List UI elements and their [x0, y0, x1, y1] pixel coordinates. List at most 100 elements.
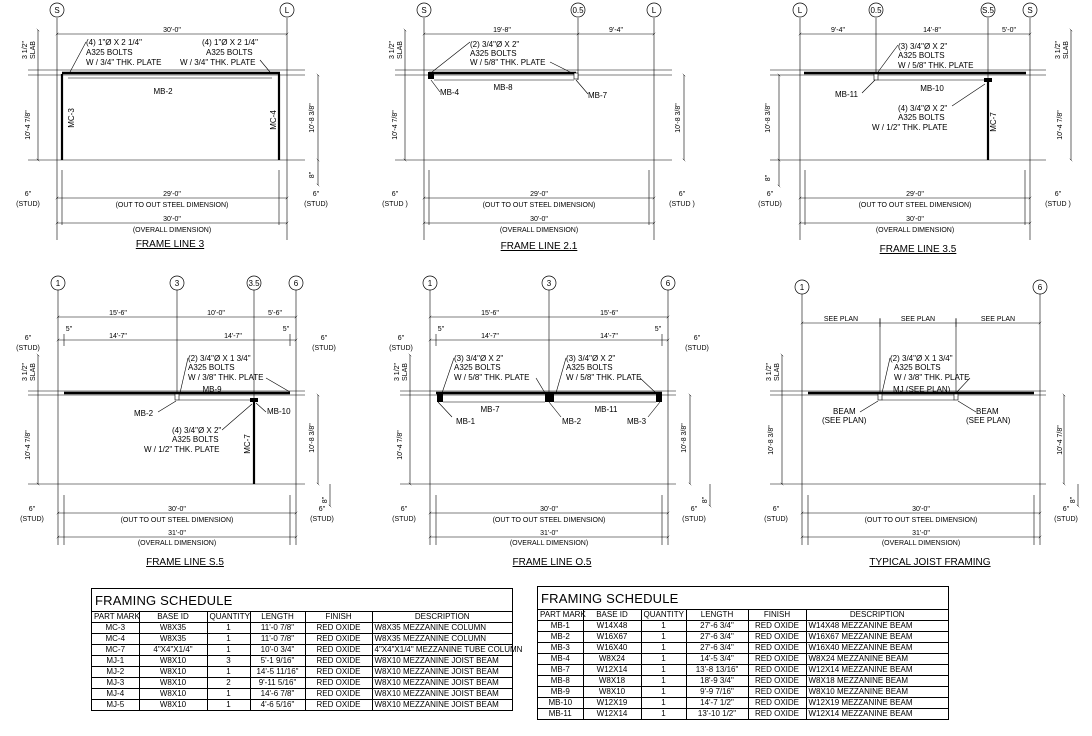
svg-text:6: 6 [666, 279, 671, 288]
svg-text:(STUD): (STUD) [392, 516, 416, 523]
inner-dimension: 29'-0" [530, 191, 548, 198]
height-dimension: 10'-8 3/8" [309, 423, 316, 453]
schedule-table: PART MARK BASE ID QUANTITY LENGTH FINISH… [92, 612, 522, 710]
member-mark: MB-7 [480, 405, 500, 414]
svg-text:(STUD): (STUD) [16, 345, 40, 352]
svg-text:3.5: 3.5 [248, 279, 260, 288]
table-cell: 27'-6 3/4" [685, 620, 749, 632]
member-mark: MB-8 [493, 83, 513, 92]
bolt-callout: A325 BOLTS [566, 363, 613, 372]
overall-dimension: 30'-0" [163, 216, 181, 223]
table-cell: 9'-11 5/16" [249, 677, 306, 689]
svg-text:(OVERALL DIMENSION): (OVERALL DIMENSION) [882, 540, 960, 547]
table-cell: MC-7 [92, 644, 140, 656]
bolt-callout: W / 5/8" THK. PLATE [898, 61, 973, 70]
table-cell: W16X67 [582, 631, 642, 643]
svg-text:14'-8": 14'-8" [923, 27, 941, 34]
member-mark: MJ (SEE PLAN) [893, 385, 951, 394]
svg-text:6": 6" [773, 506, 780, 513]
member-mark: MB-7 [588, 91, 608, 100]
bolt-callout: (4) 3/4"Ø X 2" [172, 426, 221, 435]
svg-text:L: L [652, 6, 657, 15]
schedule-table: PART MARK BASE ID QUANTITY LENGTH FINISH… [538, 610, 948, 719]
svg-text:3: 3 [175, 279, 180, 288]
svg-text:(STUD ): (STUD ) [1045, 201, 1071, 208]
table-cell: RED OXIDE [747, 653, 807, 665]
svg-text:5": 5" [438, 326, 445, 333]
table-cell: W12X14 [582, 664, 642, 676]
table-cell: W12X14 MEZZANINE BEAM [805, 664, 948, 676]
svg-text:1: 1 [800, 283, 805, 292]
table-cell: 4"X4"X1/4" [138, 644, 208, 656]
member-mark: (SEE PLAN) [966, 416, 1011, 425]
bolt-callout: W / 3/8" THK. PLATE [188, 373, 263, 382]
svg-text:6: 6 [294, 279, 299, 288]
member-mark: BEAM [833, 407, 856, 416]
bolt-callout: A325 BOLTS [86, 48, 133, 57]
bolt-callout: W / 3/4" THK. PLATE [180, 58, 255, 67]
svg-text:8": 8" [765, 174, 772, 181]
table-cell: 2 [206, 677, 251, 689]
bolt-callout: W / 3/8" THK. PLATE [894, 373, 969, 382]
frame-title: FRAME LINE 3.5 [880, 244, 957, 255]
table-cell: W8X10 [582, 686, 642, 698]
column-header: FINISH [304, 612, 373, 623]
grid-bubble: S [1022, 2, 1038, 18]
typical-joist-framing: 1 6 SEE PLAN SEE PLAN SEE PLAN MJ (SEE P… [764, 279, 1080, 568]
table-cell: 14'-7 1/2" [685, 697, 749, 709]
bolt-callout: A325 BOLTS [172, 435, 219, 444]
svg-text:5": 5" [283, 326, 290, 333]
table-cell: MB-8 [538, 675, 584, 687]
schedule-title: FRAMING SCHEDULE [538, 587, 948, 610]
table-cell: MJ-3 [92, 677, 140, 689]
frame-title: FRAME LINE S.5 [146, 557, 224, 568]
table-cell: W14X48 MEZZANINE BEAM [805, 620, 948, 632]
table-cell: MC-3 [92, 622, 140, 634]
table-cell: RED OXIDE [304, 655, 373, 667]
svg-text:14'-7": 14'-7" [224, 333, 242, 340]
height-dimension: 10'-4 7/8" [25, 430, 32, 460]
grid-bubble: 0.5 [868, 2, 884, 18]
schedule-header-row: PART MARK BASE ID QUANTITY LENGTH FINISH… [538, 610, 948, 621]
table-cell: 13'-8 13/16" [685, 664, 749, 676]
svg-text:(STUD): (STUD) [16, 201, 40, 208]
table-cell: 4"X4"X1/4" MEZZANINE TUBE COLUMN [371, 644, 522, 656]
table-cell: 1 [640, 708, 687, 719]
table-cell: W14X48 [582, 620, 642, 632]
svg-text:(STUD): (STUD) [304, 201, 328, 208]
member-mark: (SEE PLAN) [822, 416, 867, 425]
table-cell: W8X10 [138, 666, 208, 678]
height-dimension: 10'-8 3/8" [309, 103, 316, 133]
table-cell: 14'-6 7/8" [249, 688, 306, 700]
inner-dimension: 30'-0" [168, 506, 186, 513]
table-cell: RED OXIDE [747, 642, 807, 654]
table-cell: W8X10 MEZZANINE JOIST BEAM [371, 666, 512, 678]
table-cell: W8X10 [138, 699, 208, 710]
table-cell: W8X24 MEZZANINE BEAM [805, 653, 948, 665]
svg-text:SEE PLAN: SEE PLAN [901, 316, 935, 323]
table-cell: W8X10 MEZZANINE BEAM [805, 686, 948, 698]
grid-bubble: 3.5 [246, 275, 262, 291]
bolt-callout: (3) 3/4"Ø X 2" [454, 354, 503, 363]
inner-dimension: 30'-0" [912, 506, 930, 513]
svg-text:5": 5" [66, 326, 73, 333]
member-mark: MC-3 [67, 108, 76, 128]
table-cell: 3 [206, 655, 251, 667]
member-mark: MB-2 [153, 87, 173, 96]
svg-text:6": 6" [398, 335, 405, 342]
bolt-callout: A325 BOLTS [898, 51, 945, 60]
svg-text:S: S [421, 6, 426, 15]
svg-text:(STUD): (STUD) [685, 345, 709, 352]
svg-text:6": 6" [319, 506, 326, 513]
frame-title: FRAME LINE 2.1 [501, 241, 578, 252]
bolt-callout: (3) 3/4"Ø X 2" [898, 42, 947, 51]
table-cell: 1 [206, 699, 251, 710]
table-cell: W8X35 MEZZANINE COLUMN [371, 633, 512, 645]
